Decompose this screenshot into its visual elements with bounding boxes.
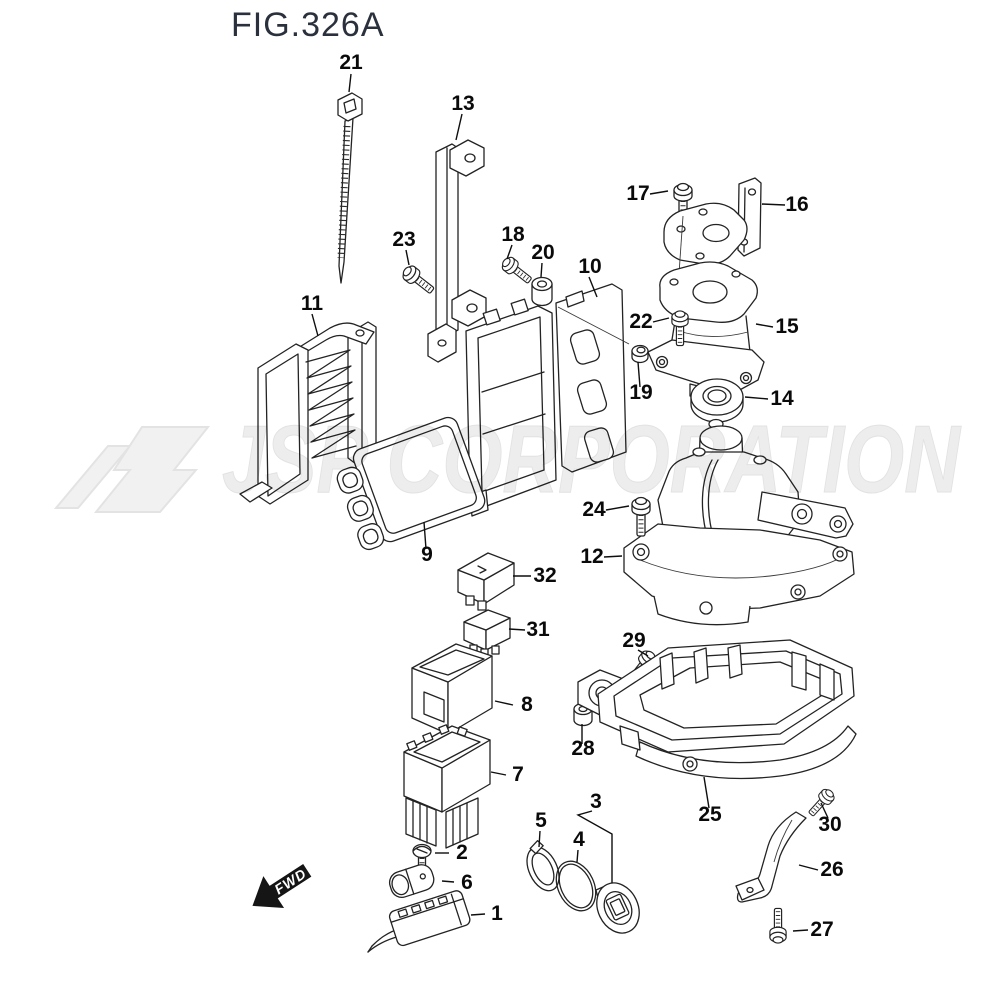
part-18-label: 18 xyxy=(501,223,525,246)
part-11-heatsink-bracket xyxy=(239,321,377,505)
part-26-label: 26 xyxy=(820,858,843,881)
part-7-label: 7 xyxy=(512,763,524,786)
part-23-bolt xyxy=(400,263,437,297)
part-25-label: 25 xyxy=(698,803,722,826)
part-6-clamp xyxy=(388,864,435,899)
part-6-label: 6 xyxy=(461,871,473,894)
watermark: JSP CORPORATION xyxy=(53,406,962,514)
part-16-label: 16 xyxy=(785,193,808,216)
part-12-pump-assembly xyxy=(623,418,855,626)
watermark-text: JSP CORPORATION xyxy=(222,406,961,513)
jsp-logo xyxy=(53,445,133,509)
part-17-label: 17 xyxy=(626,182,649,205)
part-28-label: 28 xyxy=(571,737,595,760)
part-27-bolt xyxy=(770,908,786,943)
part-15-label: 15 xyxy=(775,315,799,338)
part-5-retainer-ring xyxy=(526,840,560,892)
part-4-o-ring xyxy=(555,860,597,912)
part-27-label: 27 xyxy=(810,918,833,941)
figure-title: FIG.326A xyxy=(231,6,385,44)
fwd-arrow: FWD xyxy=(252,864,312,909)
part-9-ecu xyxy=(336,416,486,551)
part-18-bolt xyxy=(499,255,534,287)
part-29-label: 29 xyxy=(622,629,645,652)
part-8-label: 8 xyxy=(521,693,533,716)
part-3-grommet xyxy=(595,882,640,934)
part-32-label: 32 xyxy=(533,564,556,587)
leader-lines xyxy=(311,73,829,932)
part-8-cover xyxy=(411,643,493,735)
part-number-labels: 1 2 3 4 5 6 7 8 9 10 11 12 13 14 15 16 1… xyxy=(301,51,844,941)
fwd-label: FWD xyxy=(271,865,309,897)
part-19-label: 19 xyxy=(629,381,652,404)
part-12-label: 12 xyxy=(580,545,603,568)
part-13-bracket xyxy=(427,139,487,363)
part-21-cable-tie xyxy=(337,92,363,284)
part-3-label: 3 xyxy=(590,790,602,813)
part-1-label: 1 xyxy=(491,902,503,925)
part-20-collar xyxy=(531,276,553,307)
part-23-label: 23 xyxy=(392,228,415,251)
part-20-label: 20 xyxy=(531,241,554,264)
part-7-fuse-box xyxy=(403,724,491,849)
alignment-line-19 xyxy=(557,306,630,345)
part-21-label: 21 xyxy=(339,51,363,74)
part-10-label: 10 xyxy=(578,255,601,278)
part-31-label: 31 xyxy=(526,618,550,641)
part-2-label: 2 xyxy=(456,841,468,864)
part-9-label: 9 xyxy=(421,543,433,566)
part-13-label: 13 xyxy=(451,92,474,115)
part-14-label: 14 xyxy=(770,387,794,410)
part-32-relay xyxy=(457,552,515,611)
part-25-tray xyxy=(577,639,857,780)
part-26-bracket xyxy=(735,811,807,903)
part-19-nut xyxy=(631,344,649,364)
part-4-label: 4 xyxy=(573,828,585,851)
part-11-label: 11 xyxy=(301,292,324,315)
part-5-label: 5 xyxy=(535,809,547,832)
part-30-label: 30 xyxy=(818,813,841,836)
part-1-sensor xyxy=(367,890,471,953)
part-24-label: 24 xyxy=(582,498,606,521)
part-22-label: 22 xyxy=(629,310,652,333)
part-15-mount-assembly xyxy=(647,202,765,401)
